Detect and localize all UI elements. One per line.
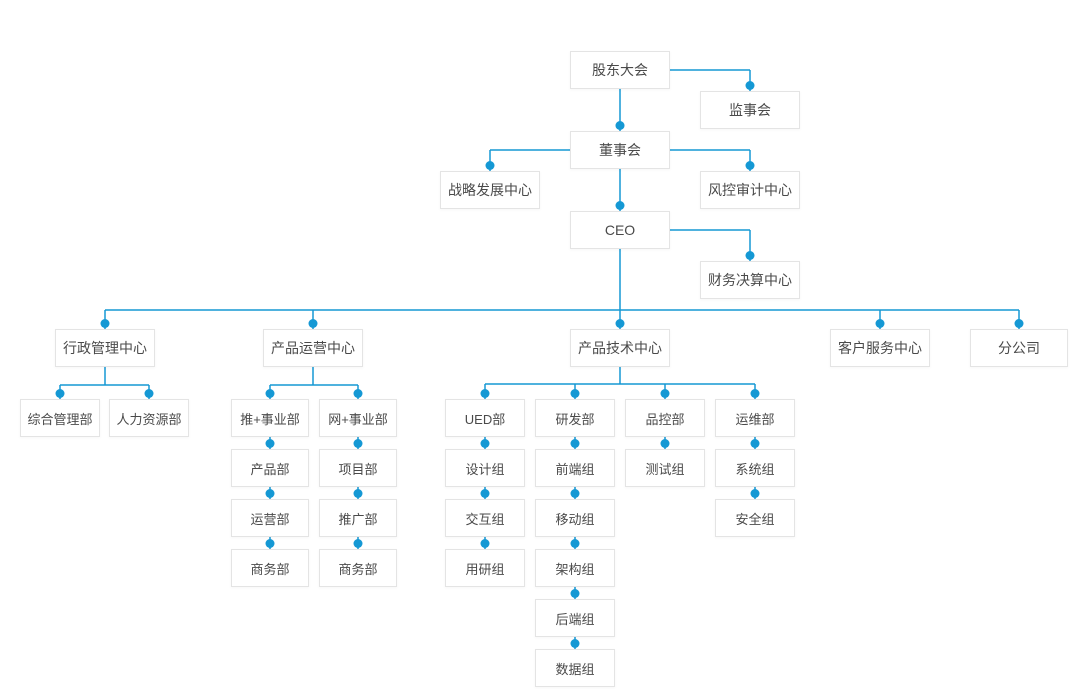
org-node-customer-service-center[interactable]: 客户服务中心 bbox=[830, 329, 930, 367]
org-node-supervisory-board[interactable]: 监事会 bbox=[700, 91, 800, 129]
org-node-product-tech-center[interactable]: 产品技术中心 bbox=[570, 329, 670, 367]
org-node-business-dept-2[interactable]: 商务部 bbox=[319, 549, 397, 587]
connector-dot bbox=[480, 439, 490, 448]
connector-dot bbox=[480, 489, 490, 498]
connector-dot bbox=[750, 489, 760, 498]
connector-dot bbox=[55, 389, 65, 398]
connector-dot bbox=[750, 439, 760, 448]
connector-dot bbox=[615, 121, 625, 130]
org-node-data-group[interactable]: 数据组 bbox=[535, 649, 615, 687]
org-node-testing-group[interactable]: 测试组 bbox=[625, 449, 705, 487]
connector-dot bbox=[1014, 319, 1024, 328]
connector-dot bbox=[353, 389, 363, 398]
org-node-general-mgmt-dept[interactable]: 综合管理部 bbox=[20, 399, 100, 437]
connector-dot bbox=[485, 161, 495, 170]
org-node-security-group[interactable]: 安全组 bbox=[715, 499, 795, 537]
connector-dot bbox=[353, 489, 363, 498]
connector-dot bbox=[265, 489, 275, 498]
org-node-ceo[interactable]: CEO bbox=[570, 211, 670, 249]
connector-dot bbox=[570, 489, 580, 498]
connector-dot bbox=[480, 539, 490, 548]
org-node-ued-dept[interactable]: UED部 bbox=[445, 399, 525, 437]
org-node-product-dept[interactable]: 产品部 bbox=[231, 449, 309, 487]
connector-dot bbox=[100, 319, 110, 328]
connector-dot bbox=[745, 161, 755, 170]
connector-dot bbox=[353, 539, 363, 548]
org-node-product-ops-center[interactable]: 产品运营中心 bbox=[263, 329, 363, 367]
connector-dot bbox=[750, 389, 760, 398]
org-node-admin-center[interactable]: 行政管理中心 bbox=[55, 329, 155, 367]
org-node-business-dept-1[interactable]: 商务部 bbox=[231, 549, 309, 587]
connector-dot bbox=[660, 389, 670, 398]
org-node-wang-business-div[interactable]: 网+事业部 bbox=[319, 399, 397, 437]
org-node-user-research-group[interactable]: 用研组 bbox=[445, 549, 525, 587]
connector-dot bbox=[570, 589, 580, 598]
connector-dot bbox=[265, 389, 275, 398]
org-node-mobile-group[interactable]: 移动组 bbox=[535, 499, 615, 537]
connector-dot bbox=[308, 319, 318, 328]
org-node-board-of-directors[interactable]: 董事会 bbox=[570, 131, 670, 169]
connector-dot bbox=[480, 389, 490, 398]
org-node-finance-center[interactable]: 财务决算中心 bbox=[700, 261, 800, 299]
org-node-design-group[interactable]: 设计组 bbox=[445, 449, 525, 487]
connector-dot bbox=[660, 439, 670, 448]
org-node-promotion-dept[interactable]: 推广部 bbox=[319, 499, 397, 537]
connector-dot bbox=[615, 319, 625, 328]
org-node-tui-business-div[interactable]: 推+事业部 bbox=[231, 399, 309, 437]
org-node-interaction-group[interactable]: 交互组 bbox=[445, 499, 525, 537]
org-node-om-dept[interactable]: 运维部 bbox=[715, 399, 795, 437]
org-node-system-group[interactable]: 系统组 bbox=[715, 449, 795, 487]
org-node-architecture-group[interactable]: 架构组 bbox=[535, 549, 615, 587]
org-node-project-dept[interactable]: 项目部 bbox=[319, 449, 397, 487]
connector-dot bbox=[745, 81, 755, 90]
org-node-backend-group[interactable]: 后端组 bbox=[535, 599, 615, 637]
connector-dot bbox=[265, 439, 275, 448]
org-node-rd-dept[interactable]: 研发部 bbox=[535, 399, 615, 437]
connector-dot bbox=[615, 201, 625, 210]
connector-dot bbox=[570, 439, 580, 448]
org-node-operations-dept[interactable]: 运营部 bbox=[231, 499, 309, 537]
org-node-risk-audit-center[interactable]: 风控审计中心 bbox=[700, 171, 800, 209]
connector-dot bbox=[875, 319, 885, 328]
org-node-qc-dept[interactable]: 品控部 bbox=[625, 399, 705, 437]
connector-dot bbox=[353, 439, 363, 448]
org-node-frontend-group[interactable]: 前端组 bbox=[535, 449, 615, 487]
org-node-shareholders-meeting[interactable]: 股东大会 bbox=[570, 51, 670, 89]
connector-dot bbox=[570, 539, 580, 548]
connector-dot bbox=[570, 389, 580, 398]
org-node-strategy-center[interactable]: 战略发展中心 bbox=[440, 171, 540, 209]
connector-dot bbox=[265, 539, 275, 548]
connector-dot bbox=[745, 251, 755, 260]
connector-dot bbox=[144, 389, 154, 398]
org-node-branch-company[interactable]: 分公司 bbox=[970, 329, 1068, 367]
connector-dot bbox=[570, 639, 580, 648]
org-node-hr-dept[interactable]: 人力资源部 bbox=[109, 399, 189, 437]
